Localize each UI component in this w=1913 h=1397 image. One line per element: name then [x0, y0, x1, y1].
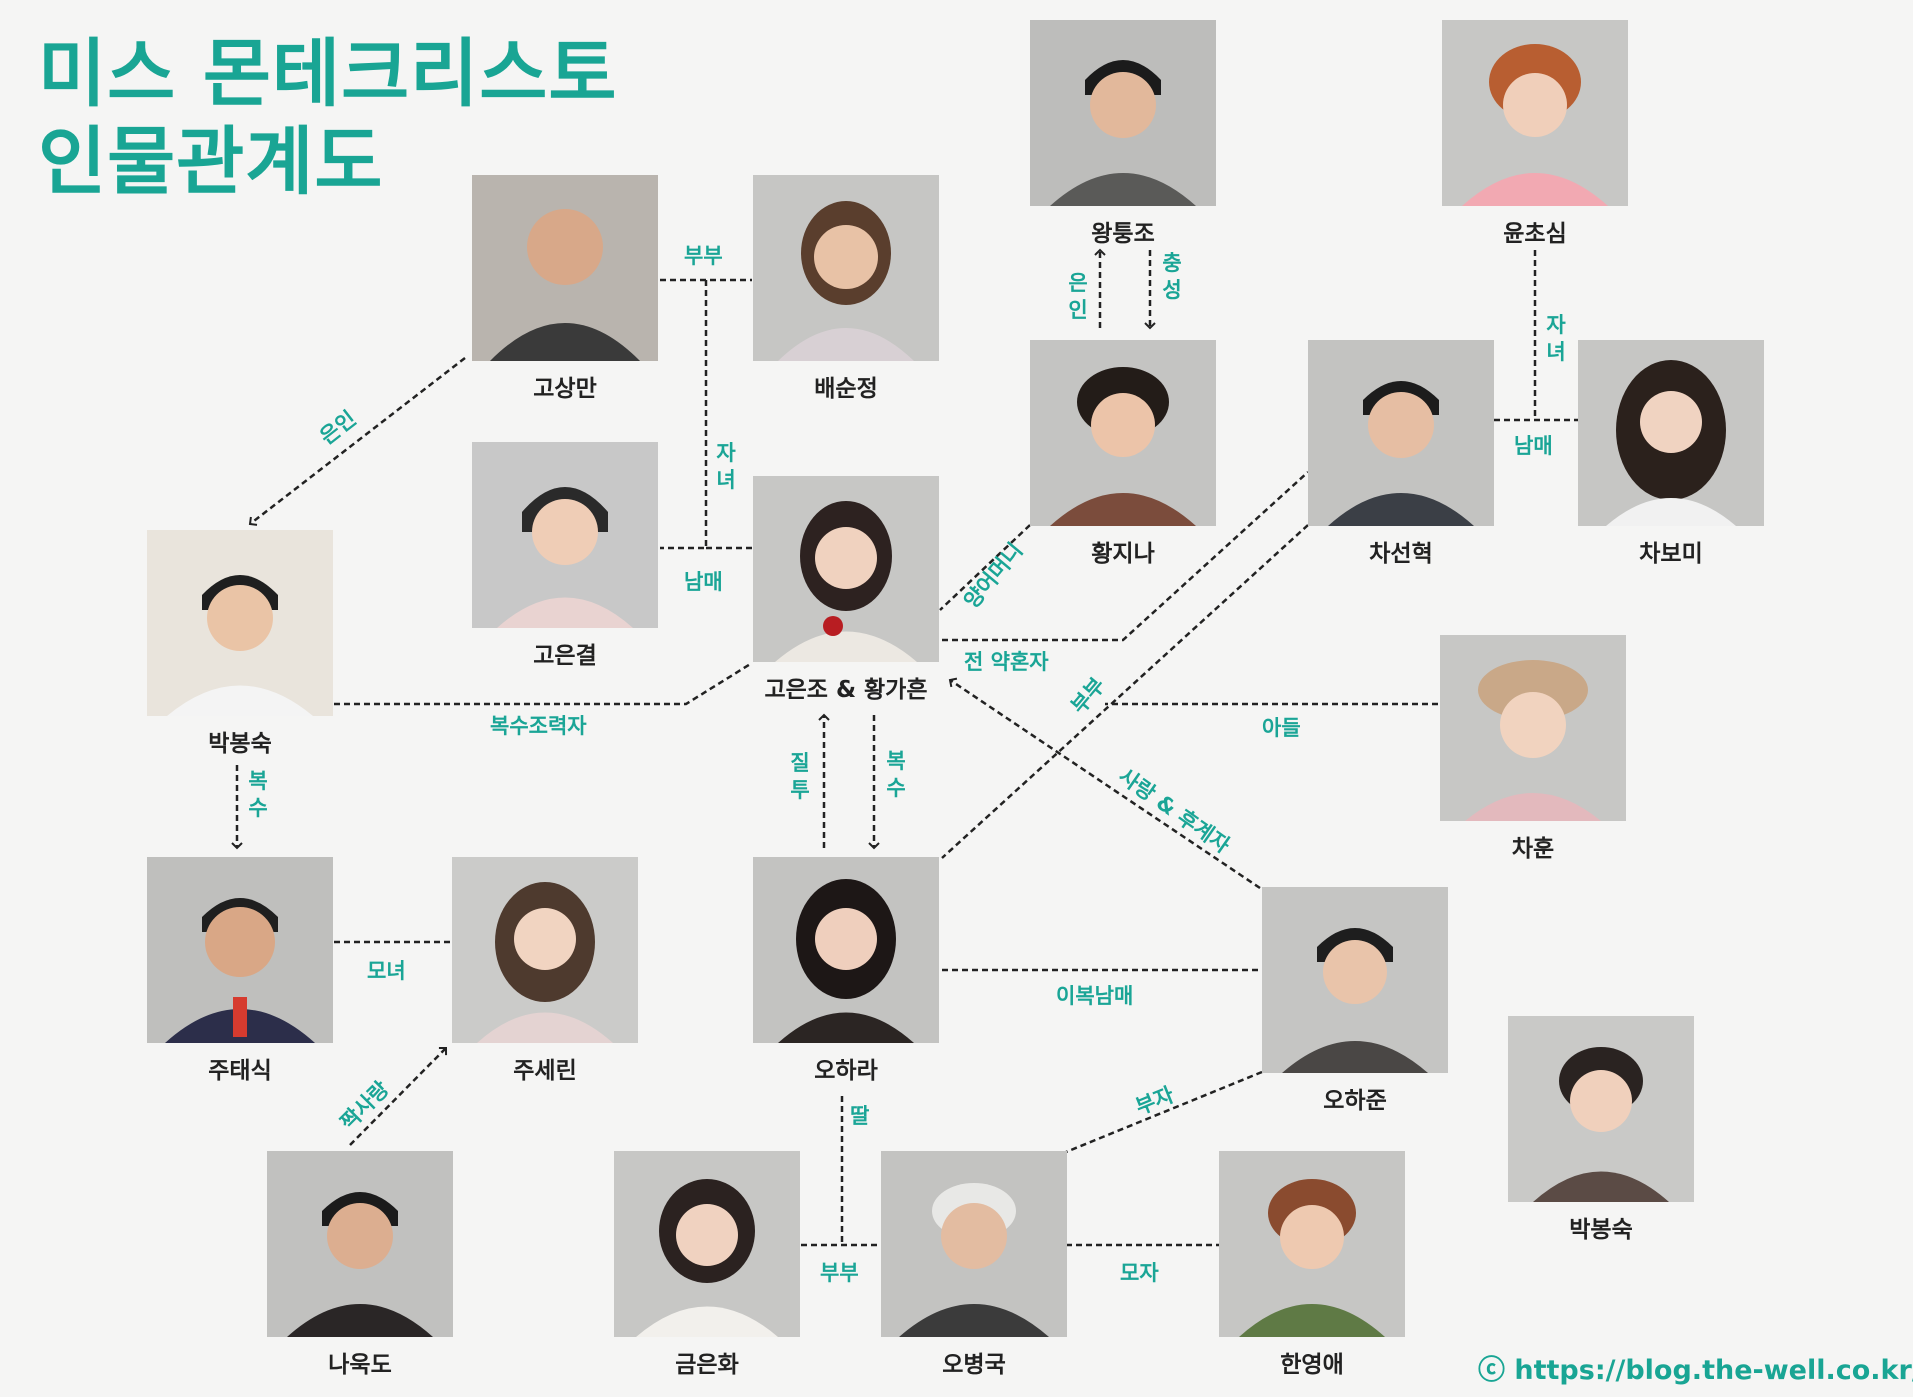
portrait-bae-sunjeong — [753, 175, 939, 361]
line-eunin-go — [248, 357, 466, 526]
label-jayeo-yun: 자녀 — [1546, 313, 1566, 364]
character-o-byeongguk[interactable]: 오병국 — [881, 1151, 1067, 1379]
label-boksu-hara: 복수 — [886, 749, 906, 800]
portrait-park-bongsuk-left — [147, 530, 333, 716]
character-han-yeongae[interactable]: 한영애 — [1219, 1151, 1405, 1379]
portrait-geum-eunhwa — [614, 1151, 800, 1337]
character-geum-eunhwa[interactable]: 금은화 — [614, 1151, 800, 1379]
portrait-cha-bomi — [1578, 340, 1764, 526]
portrait-na-ukdo — [267, 1151, 453, 1337]
title-line-2: 인물관계도 — [38, 119, 384, 205]
name-han-yeongae: 한영애 — [1280, 1352, 1344, 1378]
name-o-hajun: 오하준 — [1323, 1088, 1387, 1114]
label-eunin-wang: 은인 — [1068, 271, 1088, 322]
character-ju-taesik[interactable]: 주태식 — [147, 857, 333, 1085]
line-sarang-hugyeja — [948, 677, 1261, 890]
label-nammae-cha: 남매 — [1514, 434, 1553, 458]
line-jayeo-go — [660, 280, 708, 550]
label-ttal: 딸 — [850, 1104, 870, 1128]
name-geum-eunhwa: 금은화 — [675, 1352, 739, 1378]
portrait-o-hara — [753, 857, 939, 1043]
character-park-bongsuk-right[interactable]: 박봉숙 — [1508, 1016, 1694, 1244]
name-cha-hun: 차훈 — [1511, 836, 1555, 862]
label-monyeo: 모녀 — [367, 959, 406, 983]
line-boksu-joryeokja — [334, 661, 753, 706]
line-jeon-yakhonja — [942, 471, 1309, 642]
character-ju-serin[interactable]: 주세린 — [452, 857, 638, 1085]
name-go-eungyeol: 고은결 — [533, 643, 597, 669]
portrait-go-eunjo — [753, 476, 939, 662]
label-adeul: 아들 — [1262, 716, 1301, 740]
character-cha-bomi[interactable]: 차보미 — [1578, 340, 1764, 568]
character-cha-seonhyeok[interactable]: 차선혁 — [1308, 340, 1494, 568]
name-yun-chosim: 윤초심 — [1503, 221, 1567, 247]
character-cha-hun[interactable]: 차훈 — [1440, 635, 1626, 863]
label-boksu-joryeokja: 복수조력자 — [490, 714, 587, 738]
name-park-bongsuk-right: 박봉숙 — [1569, 1217, 1633, 1243]
portrait-ju-serin — [452, 857, 638, 1043]
name-cha-bomi: 차보미 — [1639, 541, 1703, 567]
character-go-sangman[interactable]: 고상만 — [472, 175, 658, 403]
portrait-go-sangman — [472, 175, 658, 361]
label-jeon-yakhonja: 전 약혼자 — [964, 650, 1049, 674]
character-o-hajun[interactable]: 오하준 — [1262, 887, 1448, 1115]
character-go-eunjo[interactable]: 고은조 & 황가흔 — [753, 476, 939, 704]
label-jiltu: 질투 — [790, 751, 810, 802]
label-ibok-nammae: 이복남매 — [1056, 984, 1134, 1008]
portrait-cha-hun — [1440, 635, 1626, 821]
name-cha-seonhyeok: 차선혁 — [1369, 541, 1433, 567]
name-park-bongsuk-left: 박봉숙 — [208, 731, 272, 757]
character-yun-chosim[interactable]: 윤초심 — [1442, 20, 1628, 248]
character-na-ukdo[interactable]: 나욱도 — [267, 1151, 453, 1379]
portrait-o-byeongguk — [881, 1151, 1067, 1337]
label-bubu-top: 부부 — [684, 244, 723, 268]
portrait-go-eungyeol — [472, 442, 658, 628]
character-wang-deungjo[interactable]: 왕퉁조 — [1030, 20, 1216, 248]
portrait-yun-chosim — [1442, 20, 1628, 206]
portrait-park-bongsuk-right — [1508, 1016, 1694, 1202]
line-buja — [1065, 1070, 1263, 1154]
name-ju-serin: 주세린 — [513, 1058, 577, 1084]
portrait-wang-deungjo — [1030, 20, 1216, 206]
line-jjaksarang — [349, 1046, 448, 1146]
label-bubu-bottom: 부부 — [820, 1261, 859, 1285]
name-go-eunjo: 고은조 & 황가흔 — [764, 677, 928, 703]
portrait-ju-taesik — [147, 857, 333, 1043]
portrait-hwang-jina — [1030, 340, 1216, 526]
portrait-han-yeongae — [1219, 1151, 1405, 1337]
character-hwang-jina[interactable]: 황지나 — [1030, 340, 1216, 568]
label-jayeo-go: 자녀 — [716, 441, 736, 492]
line-yangeomeoni — [939, 524, 1031, 611]
label-chungseong: 충성 — [1162, 251, 1182, 302]
character-go-eungyeol[interactable]: 고은결 — [472, 442, 658, 670]
name-hwang-jina: 황지나 — [1091, 541, 1155, 567]
label-moja: 모자 — [1120, 1261, 1159, 1285]
page-title: 미스 몬테크리스토 인물관계도 — [38, 30, 617, 206]
label-boksu-park: 복수 — [248, 769, 268, 820]
name-bae-sunjeong: 배순정 — [814, 376, 878, 402]
name-o-byeongguk: 오병국 — [942, 1352, 1006, 1378]
name-na-ukdo: 나욱도 — [328, 1352, 392, 1378]
name-go-sangman: 고상만 — [533, 376, 597, 402]
name-ju-taesik: 주태식 — [208, 1058, 272, 1084]
label-nammae-go: 남매 — [684, 570, 723, 594]
portrait-o-hajun — [1262, 887, 1448, 1073]
name-wang-deungjo: 왕퉁조 — [1091, 221, 1155, 247]
name-o-hara: 오하라 — [814, 1058, 878, 1084]
line-bubu-cha — [941, 524, 1309, 859]
portrait-cha-seonhyeok — [1308, 340, 1494, 526]
character-o-hara[interactable]: 오하라 — [753, 857, 939, 1085]
character-park-bongsuk-left[interactable]: 박봉숙 — [147, 530, 333, 758]
character-bae-sunjeong[interactable]: 배순정 — [753, 175, 939, 403]
copyright-credit: ⓒ https://blog.the-well.co.kr/ — [1478, 1355, 1913, 1386]
title-line-1: 미스 몬테크리스토 — [38, 31, 618, 117]
